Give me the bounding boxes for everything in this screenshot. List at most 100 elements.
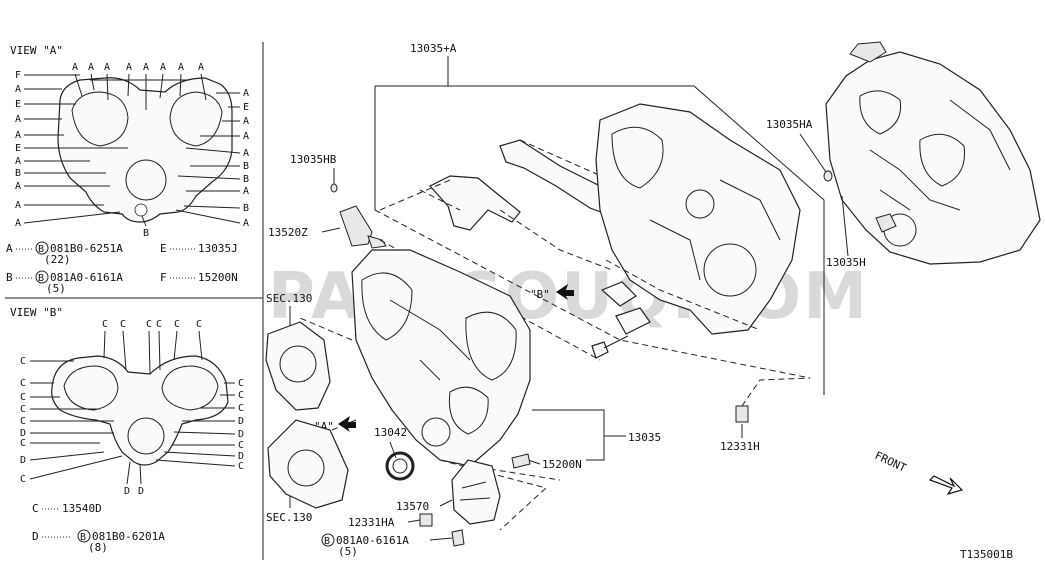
view-b-left-letter: D <box>20 428 26 439</box>
legend-d-circle-b-letter: B <box>80 532 86 543</box>
inner-cover-crank-opening <box>703 243 757 297</box>
view-a-left-letter: E <box>15 99 21 110</box>
upper-gasket-left <box>429 175 521 231</box>
view-b-top-letter: C <box>146 319 152 330</box>
view-a-right-letters: A E A A A B B A B A <box>175 88 249 229</box>
view-b-left-letters: C C C C C D C D C <box>20 356 123 485</box>
engine-left-cam <box>859 90 902 135</box>
callout-13570: 13570 <box>396 500 429 513</box>
legend-c-part: 13540D <box>62 502 102 515</box>
bolt-head-lower <box>451 529 465 547</box>
view-a-right-letter: B <box>243 203 249 214</box>
view-b-right-bank <box>161 365 219 411</box>
view-a-bottom-leader <box>141 215 147 227</box>
view-a-left-letter: A <box>15 181 21 192</box>
callout-12331ha-leader <box>407 519 421 523</box>
view-b-left-letter: C <box>20 474 26 485</box>
callout-sec130-top: SEC.130 <box>266 292 312 305</box>
inner-cover-left-window <box>611 126 664 189</box>
view-b-left-letter: C <box>20 378 26 389</box>
view-b-right-letter: C <box>238 440 244 451</box>
lower-assembly-dash-lines <box>299 317 561 531</box>
outer-cover-left-window <box>361 272 413 341</box>
legend-c-key: C <box>32 502 39 515</box>
view-b-left-leaders <box>29 360 123 480</box>
view-a-left-bank <box>71 91 129 147</box>
bolt-shaft <box>603 335 629 349</box>
front-label: FRONT <box>873 449 909 475</box>
view-b-bottom-leaders <box>126 461 142 485</box>
sec130-bottom-bore <box>287 449 325 487</box>
view-b-bottom-letter: D <box>138 486 144 497</box>
view-a-legend: A B 081B0-6251A (22) E 13035J B B 081A0-… <box>6 241 238 295</box>
legend-b-qty: (5) <box>46 282 66 295</box>
view-b-right-leaders <box>155 382 236 467</box>
view-a-right-letter: A <box>243 186 249 197</box>
view-a-left-letter: A <box>15 156 21 167</box>
view-b-gasket-outline <box>51 355 229 466</box>
engine-right-cam <box>919 133 966 187</box>
bolt-circle-b <box>321 533 335 547</box>
dowel-13035ha <box>823 170 833 182</box>
engine-block <box>825 51 1041 265</box>
callout-13035ha: 13035HA <box>766 118 813 131</box>
legend-b-key: B <box>6 271 13 284</box>
view-a-top-letters: A A A A A A A A <box>72 62 207 110</box>
view-b-left-bank <box>63 365 119 411</box>
view-a-title: VIEW "A" <box>10 44 63 57</box>
sec130-bottom-part <box>267 419 349 509</box>
callout-13520z-leader <box>321 227 341 233</box>
legend-d-qty: (8) <box>88 541 108 554</box>
legend-d-part: 081B0-6201A <box>92 530 165 543</box>
callout-13042: 13042 <box>374 426 407 439</box>
view-a-bottom-letter: B <box>143 228 149 239</box>
callout-13035: 13035 <box>628 431 661 444</box>
view-a-top-letter: A <box>104 62 110 73</box>
view-a-crank-boss <box>125 159 167 201</box>
callout-bolt-qty: (5) <box>338 545 358 558</box>
view-a-left-leaders <box>23 74 128 224</box>
inner-timing-cover <box>595 103 801 335</box>
legend-b-circle-b-letter: B <box>38 273 44 284</box>
view-b-right-letter: C <box>238 403 244 414</box>
view-b-right-letter: D <box>238 416 244 427</box>
callout-15200n-leader <box>527 459 541 465</box>
dowel-13035hb <box>330 183 338 193</box>
callout-sec130-bottom: SEC.130 <box>266 511 312 524</box>
crank-seal-ring <box>385 451 415 481</box>
legend-f-part: 15200N <box>198 271 238 284</box>
view-a-left-letter: A <box>15 84 21 95</box>
legend-a-key: A <box>6 242 13 255</box>
legend-a-circle-b <box>35 241 49 255</box>
view-b-right-letter: D <box>238 451 244 462</box>
view-a-top-letter: A <box>72 62 78 73</box>
view-a-right-letter: A <box>243 131 249 142</box>
view-a-left-letter: B <box>15 168 21 179</box>
legend-a-qty: (22) <box>44 253 71 266</box>
view-a-right-bank <box>169 91 223 147</box>
callout-13035ha-leader <box>799 133 827 173</box>
engine-top-fitting <box>849 41 887 63</box>
view-b-right-letter: C <box>238 461 244 472</box>
bolt-head <box>591 341 609 359</box>
legend-f-key: F <box>160 271 167 284</box>
callout-13035a: 13035+A <box>410 42 457 55</box>
engine-small-fitting <box>875 213 897 233</box>
bolt-circle-b-letter: B <box>324 536 330 547</box>
oil-filter-bracket-part <box>511 453 531 469</box>
view-b-right-letter: C <box>238 378 244 389</box>
callout-13570-leader <box>439 499 453 507</box>
view-b-top-letter: C <box>196 319 202 330</box>
outer-cover-ribs <box>389 299 471 381</box>
view-a-top-letter: A <box>143 62 149 73</box>
view-b-left-letter: C <box>20 404 26 415</box>
outer-cover-seal-bore <box>421 417 451 447</box>
view-a-top-letter: A <box>88 62 94 73</box>
legend-d-key: D <box>32 530 39 543</box>
view-a-left-letter: A <box>15 218 21 229</box>
view-b-right-letters: C C C D D C D C <box>155 378 244 472</box>
callout-bolt-part: 081A0-6161A <box>336 534 409 547</box>
view-b-left-letter: D <box>20 455 26 466</box>
view-b-left-letter: C <box>20 356 26 367</box>
